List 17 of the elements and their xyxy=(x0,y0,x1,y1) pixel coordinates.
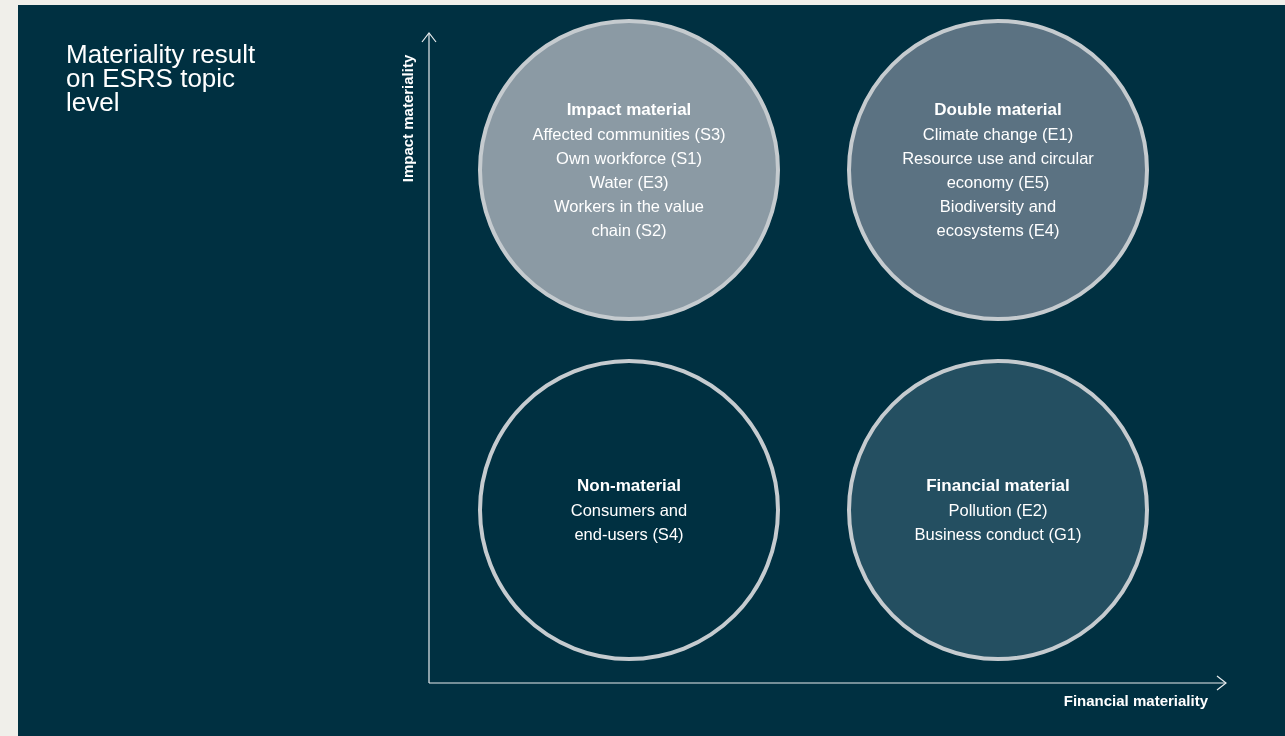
quadrant-heading: Financial material xyxy=(926,475,1070,497)
title: Materiality result on ESRS topic level xyxy=(66,42,257,114)
topic-label: Water (E3) xyxy=(589,172,669,193)
topic-label: Biodiversity and ecosystems (E4) xyxy=(935,196,1061,241)
topic-label: Affected communities (S3) xyxy=(532,124,726,145)
topic-label: Consumers and end-users (S4) xyxy=(569,500,689,545)
axis-label: Impact materiality xyxy=(399,54,417,183)
topic-label: Business conduct (G1) xyxy=(914,524,1082,545)
topic-label: Workers in the value chain (S2) xyxy=(552,196,706,241)
axis-label: Financial materiality xyxy=(1063,692,1208,709)
topic-label: Resource use and circular economy (E5) xyxy=(901,148,1095,193)
quadrant-heading: Impact material xyxy=(566,99,692,121)
quadrant-heading: Non-material xyxy=(577,475,681,497)
topic-label: Pollution (E2) xyxy=(948,500,1048,521)
quadrant-heading: Double material xyxy=(934,99,1062,121)
topic-label: Climate change (E1) xyxy=(922,124,1074,145)
topic-label: Own workforce (S1) xyxy=(556,148,702,169)
